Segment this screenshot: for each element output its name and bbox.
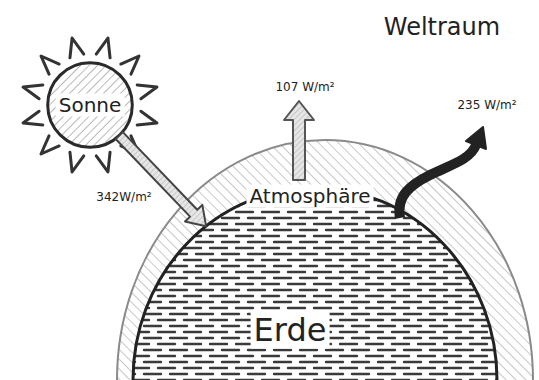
sun-ray (121, 56, 139, 74)
region-label: Weltraum (381, 14, 503, 42)
outgoing-arrow (284, 101, 314, 180)
emitted-wave-arrowhead (466, 127, 486, 149)
sun-ray (137, 85, 157, 99)
sun-ray (70, 152, 84, 172)
flux-value: 342W/m² (93, 191, 154, 205)
earth-dome-fill (133, 188, 497, 380)
sun-ray (23, 111, 43, 125)
atmosphere-band-fill (117, 140, 533, 380)
flux-value: 235 W/m² (454, 99, 519, 113)
sun-label: Sonne (56, 94, 125, 117)
atmosphere-band: AtmosphäreErde (115, 138, 535, 380)
earth-dome-border (133, 188, 497, 380)
radiation-arrow (116, 132, 206, 226)
earth-dome: Erde (130, 185, 500, 380)
emitted-wave-arrow (399, 145, 476, 218)
sun-ray (70, 38, 84, 58)
sun-ray (23, 85, 43, 99)
flux-value: 107 W/m² (272, 81, 337, 95)
sun-ray (96, 38, 110, 58)
sun-ray (96, 152, 110, 172)
sun-ray (41, 56, 59, 74)
atmosphere-label: Atmosphäre (246, 185, 373, 208)
earth-dome-outline (130, 185, 500, 380)
atmosphere-band-border (117, 140, 533, 380)
sun-ray (41, 136, 59, 154)
earth-label: Erde (251, 312, 330, 349)
sun-ray (137, 111, 157, 125)
